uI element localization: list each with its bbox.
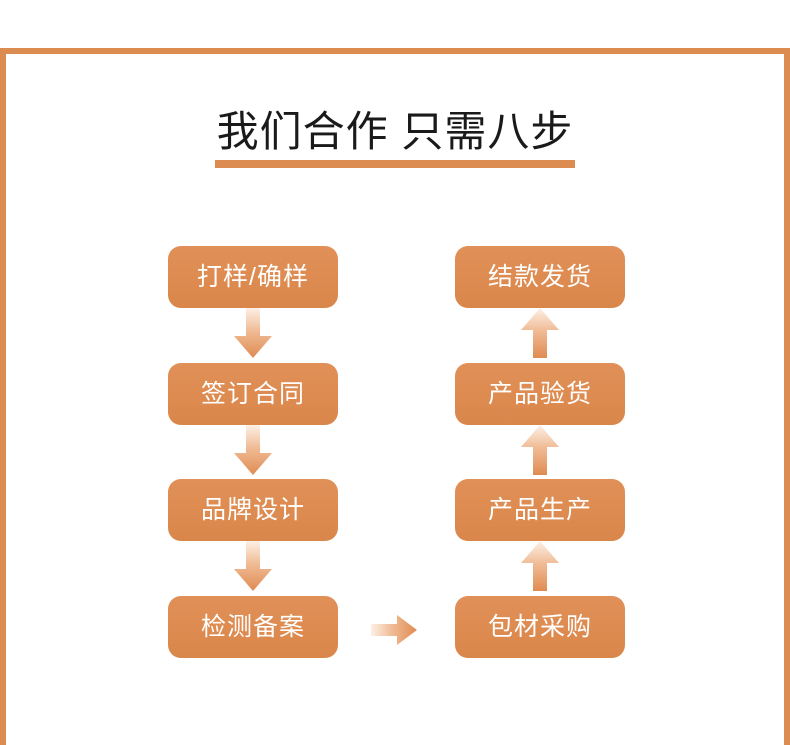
process-flow-diagram: 打样/确样 签订合同 [0, 246, 790, 666]
down-arrow-2 [234, 425, 272, 475]
step-node-1[interactable]: 打样/确样 [168, 246, 338, 308]
step-node-2-label: 签订合同 [200, 380, 305, 408]
step-node-7-label: 产品验货 [487, 380, 592, 408]
step-node-3[interactable]: 品牌设计 [168, 479, 338, 541]
page-title-inner: 我们合作 只需八步 [214, 104, 576, 168]
down-arrow-1 [234, 308, 272, 358]
frame-left-border [0, 48, 6, 745]
up-arrow-2 [521, 425, 559, 475]
step-node-5-label: 包材采购 [487, 613, 592, 641]
step-node-5[interactable]: 包材采购 [455, 596, 625, 658]
page-title: 我们合作 只需八步 [0, 104, 790, 168]
frame-top-border [0, 48, 790, 54]
step-node-6-label: 产品生产 [487, 496, 592, 524]
step-node-7[interactable]: 产品验货 [455, 363, 625, 425]
step-node-8-label: 结款发货 [487, 263, 592, 291]
step-node-3-label: 品牌设计 [200, 496, 305, 524]
step-node-6[interactable]: 产品生产 [455, 479, 625, 541]
step-node-4-label: 检测备案 [200, 613, 305, 641]
step-node-4[interactable]: 检测备案 [168, 596, 338, 658]
step-node-1-label: 打样/确样 [197, 263, 309, 291]
step-node-2[interactable]: 签订合同 [168, 363, 338, 425]
right-arrow-bridge [371, 615, 417, 645]
step-node-8[interactable]: 结款发货 [455, 246, 625, 308]
title-underline-bar [214, 160, 576, 168]
down-arrow-3 [234, 541, 272, 591]
frame-right-border [784, 48, 790, 745]
page-title-text: 我们合作 只需八步 [216, 108, 574, 155]
up-arrow-3 [521, 308, 559, 358]
up-arrow-1 [521, 541, 559, 591]
